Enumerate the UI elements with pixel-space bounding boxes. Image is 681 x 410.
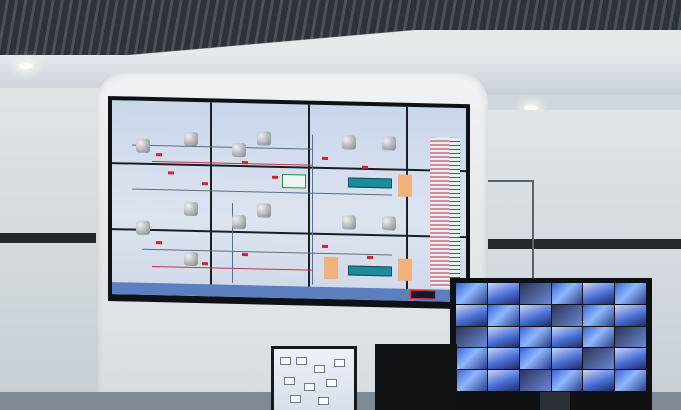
readout-panel bbox=[324, 256, 338, 280]
video-wall bbox=[108, 96, 470, 310]
tank-icon bbox=[184, 131, 198, 147]
tank-icon bbox=[382, 136, 396, 151]
alarm-tag bbox=[168, 171, 174, 175]
footer-indicator bbox=[410, 289, 436, 300]
wall-stripe bbox=[0, 233, 105, 243]
camera-feed bbox=[551, 304, 583, 326]
diagram-node bbox=[296, 357, 307, 365]
tank-icon bbox=[257, 203, 271, 218]
camera-feed bbox=[519, 326, 551, 348]
camera-feed bbox=[615, 326, 646, 348]
camera-feed bbox=[456, 304, 487, 326]
tank-icon bbox=[184, 201, 198, 217]
panel-seam bbox=[112, 228, 466, 239]
diagram-node bbox=[290, 395, 301, 403]
diagram-node bbox=[318, 397, 329, 405]
downlight bbox=[19, 63, 33, 69]
diagram-node bbox=[280, 357, 291, 365]
camera-feed bbox=[487, 370, 519, 391]
camera-feed bbox=[551, 283, 583, 304]
alarm-tag bbox=[322, 244, 328, 248]
camera-feed bbox=[583, 326, 615, 348]
alarm-tag bbox=[202, 262, 208, 266]
camera-feed bbox=[615, 304, 646, 326]
camera-feed bbox=[551, 326, 583, 348]
camera-feed bbox=[583, 304, 615, 326]
tank-icon bbox=[184, 251, 198, 267]
alarm-tag bbox=[272, 175, 278, 179]
camera-feed bbox=[519, 370, 551, 391]
alarm-tag bbox=[242, 253, 248, 257]
camera-grid bbox=[456, 283, 646, 391]
readout-panel bbox=[398, 258, 412, 281]
alarm-tag bbox=[156, 153, 162, 157]
dark-monitor bbox=[375, 344, 457, 410]
camera-feed bbox=[487, 326, 519, 348]
process-pipe bbox=[132, 144, 312, 150]
camera-feed bbox=[583, 370, 615, 391]
diagram-node bbox=[284, 377, 295, 385]
camera-feed bbox=[615, 283, 646, 304]
monitor-stand bbox=[540, 392, 570, 410]
desk-monitor bbox=[271, 346, 357, 410]
wall-bracket bbox=[488, 180, 534, 292]
tank-icon bbox=[232, 142, 246, 158]
alarm-tag bbox=[202, 182, 208, 186]
data-column bbox=[430, 137, 460, 288]
desk-monitor-screen bbox=[274, 349, 354, 410]
camera-feed bbox=[615, 370, 646, 391]
camera-feed bbox=[519, 348, 551, 370]
diagram-node bbox=[334, 359, 345, 367]
downlight bbox=[524, 105, 538, 111]
process-pipe bbox=[312, 134, 313, 285]
process-pipe bbox=[142, 248, 392, 256]
camera-feed bbox=[487, 283, 519, 304]
camera-feed bbox=[583, 283, 615, 304]
status-box bbox=[282, 173, 306, 189]
tank-icon bbox=[257, 131, 271, 146]
alarm-tag bbox=[367, 255, 373, 260]
diagram-node bbox=[314, 365, 325, 373]
camera-feed bbox=[519, 283, 551, 304]
tank-icon bbox=[136, 138, 150, 153]
camera-feed bbox=[519, 304, 551, 326]
tank-icon bbox=[136, 220, 150, 235]
wall-stripe bbox=[478, 239, 681, 249]
tank-icon bbox=[232, 214, 246, 230]
camera-feed bbox=[456, 348, 487, 370]
camera-feed bbox=[551, 370, 583, 391]
alarm-tag bbox=[362, 165, 368, 169]
camera-feed bbox=[487, 348, 519, 370]
camera-feed bbox=[551, 348, 583, 370]
boiler-unit bbox=[348, 177, 392, 189]
boiler-unit bbox=[348, 265, 392, 277]
diagram-node bbox=[304, 383, 315, 391]
readout-panel bbox=[398, 174, 412, 197]
camera-feed bbox=[487, 304, 519, 326]
camera-feed bbox=[615, 348, 646, 370]
scada-display bbox=[112, 100, 466, 303]
tank-icon bbox=[342, 215, 356, 230]
tank-icon bbox=[342, 135, 356, 150]
tank-icon bbox=[382, 216, 396, 231]
alarm-tag bbox=[156, 241, 162, 245]
camera-feed bbox=[456, 370, 487, 391]
process-pipe bbox=[132, 188, 392, 196]
cctv-monitor bbox=[450, 278, 652, 410]
camera-feed bbox=[456, 326, 487, 348]
camera-feed bbox=[456, 283, 487, 304]
alarm-tag bbox=[242, 161, 248, 165]
diagram-node bbox=[326, 379, 337, 387]
camera-feed bbox=[583, 348, 615, 370]
alarm-tag bbox=[322, 156, 328, 160]
